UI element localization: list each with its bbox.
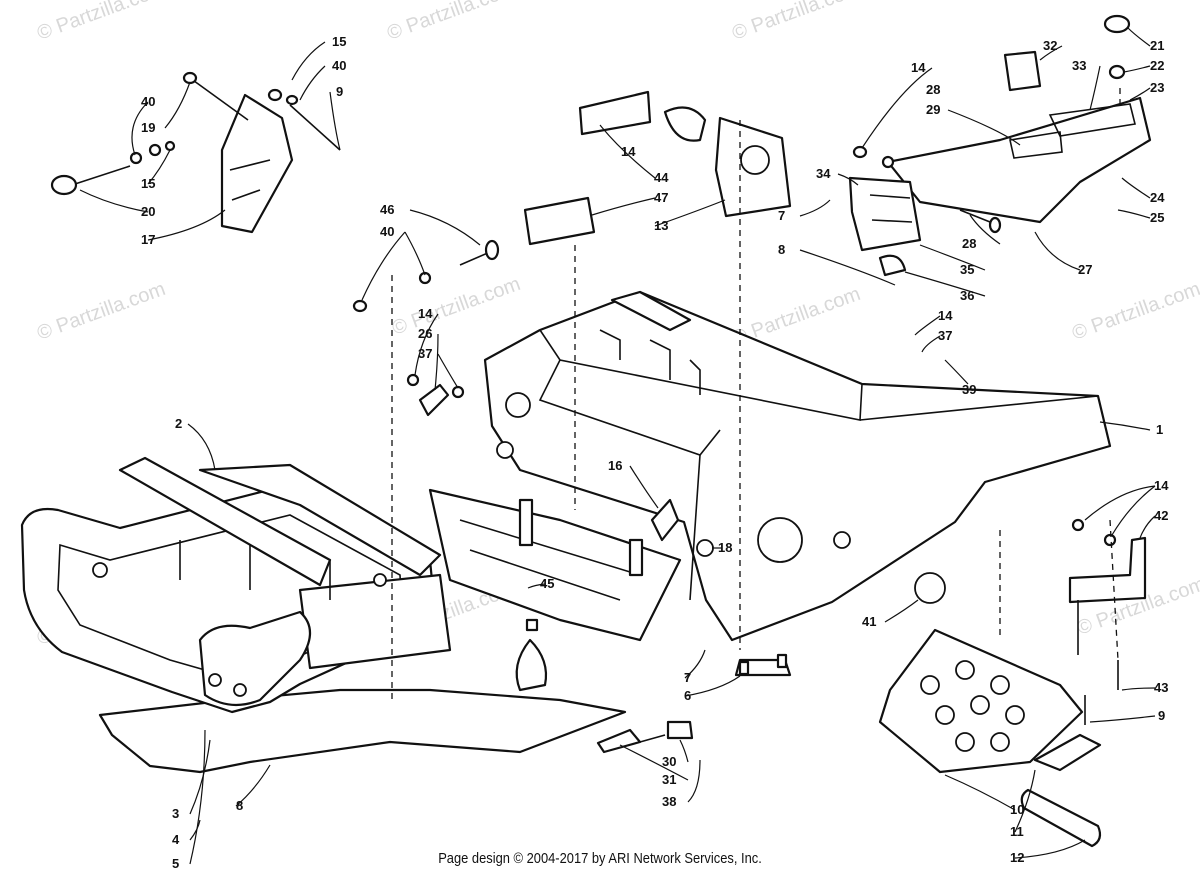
callout-label: 15 bbox=[141, 176, 155, 191]
callout-label: 8 bbox=[236, 798, 243, 813]
callout-label: 7 bbox=[778, 208, 785, 223]
callout-label: 47 bbox=[654, 190, 668, 205]
callout-label: 30 bbox=[662, 754, 676, 769]
latch-hardware bbox=[596, 720, 694, 754]
callout-label: 14 bbox=[938, 308, 953, 323]
callout-label: 25 bbox=[1150, 210, 1164, 225]
callout-label: 14 bbox=[911, 60, 926, 75]
callout-label: 36 bbox=[960, 288, 974, 303]
center-crossmember bbox=[428, 488, 682, 692]
watermark: © Partzilla.com bbox=[1069, 278, 1200, 345]
callout-label: 46 bbox=[380, 202, 394, 217]
callout-label: 20 bbox=[141, 204, 155, 219]
callout-label: 41 bbox=[862, 614, 876, 629]
callout-label: 43 bbox=[1154, 680, 1168, 695]
callout-label: 32 bbox=[1043, 38, 1057, 53]
callout-label: 40 bbox=[332, 58, 346, 73]
lower-right-bolts bbox=[1071, 518, 1119, 725]
callout-label: 6 bbox=[684, 688, 691, 703]
callout-label: 31 bbox=[662, 772, 676, 787]
callout-label: 40 bbox=[380, 224, 394, 239]
clip-bracket-26 bbox=[406, 373, 465, 417]
upper-left-bracket bbox=[50, 71, 341, 234]
front-frame bbox=[20, 456, 452, 714]
grommet-18 bbox=[696, 539, 714, 557]
callout-label: 29 bbox=[926, 102, 940, 117]
callout-label: 42 bbox=[1154, 508, 1168, 523]
callout-label: 35 bbox=[960, 262, 974, 277]
callout-label: 10 bbox=[1010, 802, 1024, 817]
callout-label: 23 bbox=[1150, 80, 1164, 95]
callout-label: 2 bbox=[175, 416, 182, 431]
leader-lines bbox=[79, 27, 1156, 865]
callout-label: 22 bbox=[1150, 58, 1164, 73]
callout-label: 8 bbox=[778, 242, 785, 257]
callout-label: 3 bbox=[172, 806, 179, 821]
l-bracket bbox=[1068, 536, 1147, 604]
callout-label: 15 bbox=[332, 34, 346, 49]
callout-label: 40 bbox=[141, 94, 155, 109]
callout-label: 37 bbox=[938, 328, 952, 343]
upper-panels bbox=[523, 90, 792, 246]
watermark: © Partzilla.com bbox=[729, 0, 863, 45]
callout-label: 38 bbox=[662, 794, 676, 809]
callout-label: 39 bbox=[962, 382, 976, 397]
callout-label: 9 bbox=[336, 84, 343, 99]
callout-label: 27 bbox=[1078, 262, 1092, 277]
callout-label: 1 bbox=[1156, 422, 1163, 437]
callout-label: 9 bbox=[1158, 708, 1165, 723]
belly-pan bbox=[98, 688, 627, 774]
callout-label: 13 bbox=[654, 218, 668, 233]
callout-label: 4 bbox=[172, 832, 180, 847]
callout-label: 5 bbox=[172, 856, 179, 871]
callout-label: 28 bbox=[926, 82, 940, 97]
bracket-16 bbox=[650, 498, 680, 542]
callout-label: 28 bbox=[962, 236, 976, 251]
callout-label: 11 bbox=[1010, 824, 1024, 839]
bolt-set-46 bbox=[352, 239, 500, 313]
callout-label: 34 bbox=[816, 166, 831, 181]
callout-label: 45 bbox=[540, 576, 554, 591]
callout-label: 14 bbox=[418, 306, 433, 321]
watermark: © Partzilla.com bbox=[34, 0, 168, 45]
watermark: © Partzilla.com bbox=[389, 273, 523, 340]
callout-label: 14 bbox=[621, 144, 636, 159]
upper-right-assembly bbox=[848, 14, 1152, 277]
callout-label: 44 bbox=[654, 170, 669, 185]
watermark: © Partzilla.com bbox=[34, 278, 168, 345]
strap bbox=[1020, 788, 1102, 848]
skid-plate bbox=[878, 628, 1102, 774]
callout-label: 14 bbox=[1154, 478, 1169, 493]
callout-label: 7 bbox=[684, 670, 691, 685]
callout-label: 19 bbox=[141, 120, 155, 135]
callout-label: 17 bbox=[141, 232, 155, 247]
callout-label: 18 bbox=[718, 540, 732, 555]
page-footer: Page design © 2004-2017 by ARI Network S… bbox=[438, 850, 762, 867]
assembly-lines bbox=[391, 88, 1121, 700]
callout-label: 37 bbox=[418, 346, 432, 361]
watermark: © Partzilla.com bbox=[384, 0, 518, 45]
callout-label: 26 bbox=[418, 326, 432, 341]
callout-label: 16 bbox=[608, 458, 622, 473]
callout-label: 24 bbox=[1150, 190, 1165, 205]
callout-label: 21 bbox=[1150, 38, 1164, 53]
callout-labels: 15 40 9 40 19 15 20 17 46 40 14 44 47 13… bbox=[141, 34, 1169, 871]
chassis-tunnel bbox=[483, 290, 1112, 677]
callout-label: 12 bbox=[1010, 850, 1024, 865]
callout-label: 33 bbox=[1072, 58, 1086, 73]
